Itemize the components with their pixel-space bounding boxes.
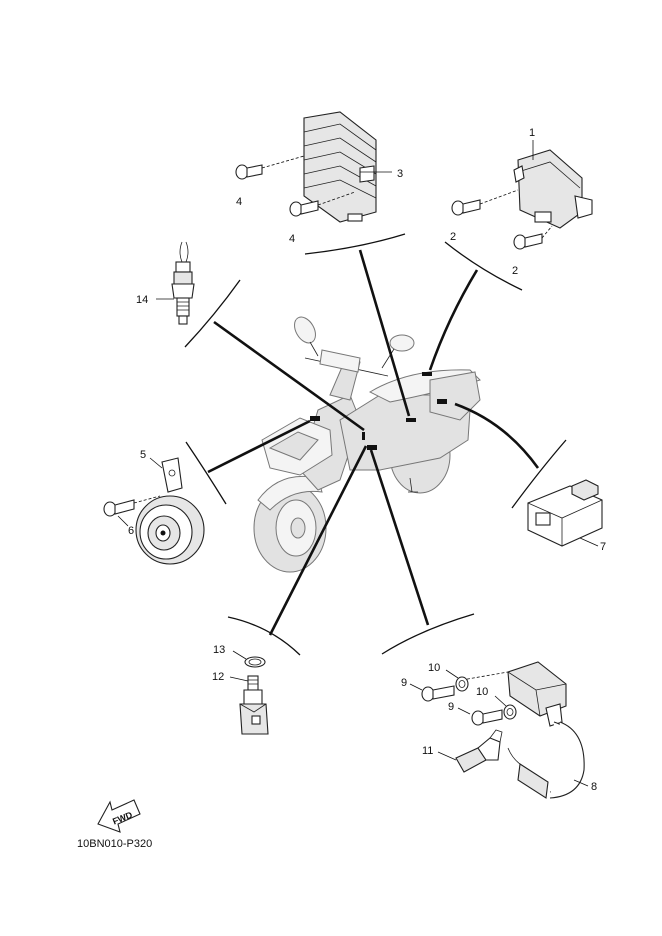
label-1: 1 <box>529 127 535 139</box>
label-12: 12 <box>212 671 224 683</box>
label-4a: 4 <box>236 196 242 208</box>
rectifier-regulator <box>303 111 377 223</box>
horn <box>135 457 205 565</box>
label-9a: 9 <box>401 677 407 689</box>
label-6: 6 <box>128 525 134 537</box>
washer-lower <box>503 704 517 720</box>
oxygen-sensor <box>171 241 195 325</box>
part-labels: 1 2 2 3 4 4 5 6 7 8 9 9 10 10 11 12 13 1… <box>128 127 606 793</box>
plug-cap <box>455 729 503 773</box>
label-10a: 10 <box>428 662 440 674</box>
diagram-code: 10BN010-P320 <box>77 838 152 850</box>
label-10b: 10 <box>476 686 488 698</box>
relay-bolt-lower <box>513 225 553 250</box>
label-13: 13 <box>213 644 225 656</box>
gasket <box>244 656 266 668</box>
label-8: 8 <box>591 781 597 793</box>
label-3: 3 <box>397 168 403 180</box>
label-2a: 2 <box>450 231 456 243</box>
rectifier-bolt-upper <box>235 155 305 180</box>
coil-bolt-upper <box>421 685 455 702</box>
label-7: 7 <box>600 541 606 553</box>
relay-bolt-upper <box>451 189 519 216</box>
label-11: 11 <box>422 745 433 757</box>
switch <box>239 675 269 735</box>
label-5: 5 <box>140 449 146 461</box>
relay-assembly <box>513 149 593 229</box>
callout-lines <box>184 233 567 656</box>
label-4b: 4 <box>289 233 295 245</box>
scooter-illustration <box>253 316 481 573</box>
horn-bolt <box>103 495 161 517</box>
rectifier-bolt-lower <box>289 191 356 217</box>
ignition-coil <box>507 661 585 799</box>
washer-upper <box>455 676 469 692</box>
forward-direction-arrow <box>97 799 141 833</box>
label-14: 14 <box>136 294 148 306</box>
label-2b: 2 <box>512 265 518 277</box>
coupler <box>527 479 603 547</box>
label-9b: 9 <box>448 701 454 713</box>
coil-bolt-lower <box>471 709 503 726</box>
